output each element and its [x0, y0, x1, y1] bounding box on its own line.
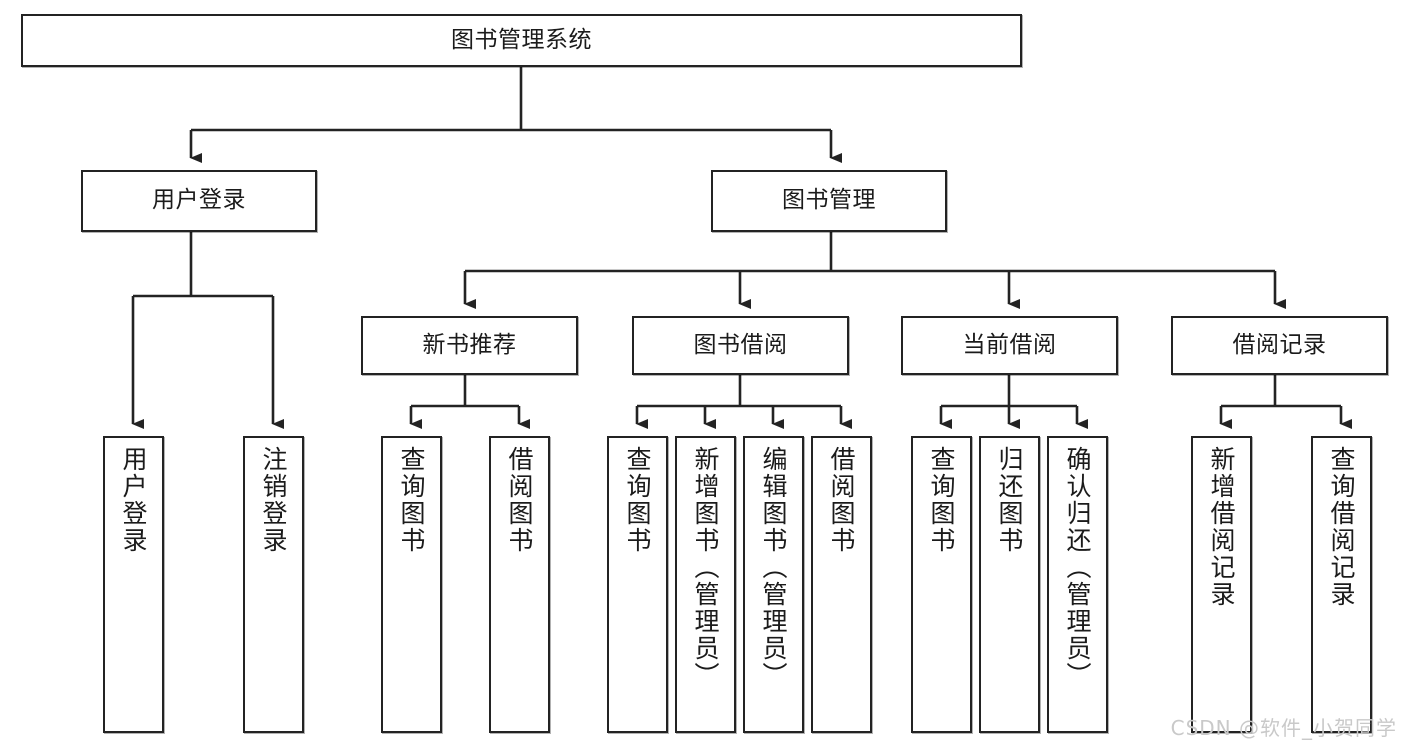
node-leaf-add-record[interactable]: 新增借阅记录 [1191, 436, 1252, 733]
node-leaf-add-book-label: 新增图书（管理员） [691, 446, 720, 689]
node-leaf-query-book-1-label: 查询图书 [397, 446, 426, 554]
node-leaf-query-book-3-label: 查询图书 [927, 446, 956, 554]
node-new-book-recommend-label: 新书推荐 [422, 331, 517, 358]
node-user-login-label: 用户登录 [152, 187, 246, 214]
node-book-borrow-label: 图书借阅 [693, 331, 788, 358]
node-book-manage[interactable]: 图书管理 [711, 170, 947, 232]
node-leaf-user-login[interactable]: 用户登录 [103, 436, 164, 733]
node-leaf-query-book-1[interactable]: 查询图书 [381, 436, 442, 733]
node-leaf-query-record[interactable]: 查询借阅记录 [1311, 436, 1372, 733]
node-borrow-record[interactable]: 借阅记录 [1171, 316, 1388, 375]
node-leaf-confirm-return[interactable]: 确认归还（管理员） [1047, 436, 1108, 733]
node-leaf-add-book[interactable]: 新增图书（管理员） [675, 436, 736, 733]
node-current-borrow-label: 当前借阅 [962, 331, 1057, 358]
node-leaf-logout-login-label: 注销登录 [259, 446, 288, 554]
node-borrow-record-label: 借阅记录 [1232, 331, 1327, 358]
node-leaf-borrow-book-1[interactable]: 借阅图书 [489, 436, 550, 733]
node-leaf-logout-login[interactable]: 注销登录 [243, 436, 304, 733]
node-leaf-return-book-label: 归还图书 [995, 446, 1024, 554]
node-leaf-query-record-label: 查询借阅记录 [1327, 446, 1356, 608]
node-leaf-add-record-label: 新增借阅记录 [1207, 446, 1236, 608]
node-leaf-query-book-2[interactable]: 查询图书 [607, 436, 668, 733]
node-book-manage-label: 图书管理 [782, 187, 876, 214]
node-leaf-edit-book-label: 编辑图书（管理员） [759, 446, 788, 689]
node-root-label: 图书管理系统 [451, 26, 592, 53]
node-leaf-edit-book[interactable]: 编辑图书（管理员） [743, 436, 804, 733]
node-leaf-confirm-return-label: 确认归还（管理员） [1063, 446, 1092, 689]
node-leaf-query-book-3[interactable]: 查询图书 [911, 436, 972, 733]
node-root[interactable]: 图书管理系统 [21, 14, 1022, 67]
node-leaf-user-login-label: 用户登录 [119, 446, 148, 554]
node-leaf-borrow-book-2[interactable]: 借阅图书 [811, 436, 872, 733]
node-book-borrow[interactable]: 图书借阅 [632, 316, 849, 375]
node-user-login[interactable]: 用户登录 [81, 170, 317, 232]
node-leaf-borrow-book-1-label: 借阅图书 [505, 446, 534, 554]
node-leaf-borrow-book-2-label: 借阅图书 [827, 446, 856, 554]
node-new-book-recommend[interactable]: 新书推荐 [361, 316, 578, 375]
node-current-borrow[interactable]: 当前借阅 [901, 316, 1118, 375]
node-leaf-return-book[interactable]: 归还图书 [979, 436, 1040, 733]
node-leaf-query-book-2-label: 查询图书 [623, 446, 652, 554]
